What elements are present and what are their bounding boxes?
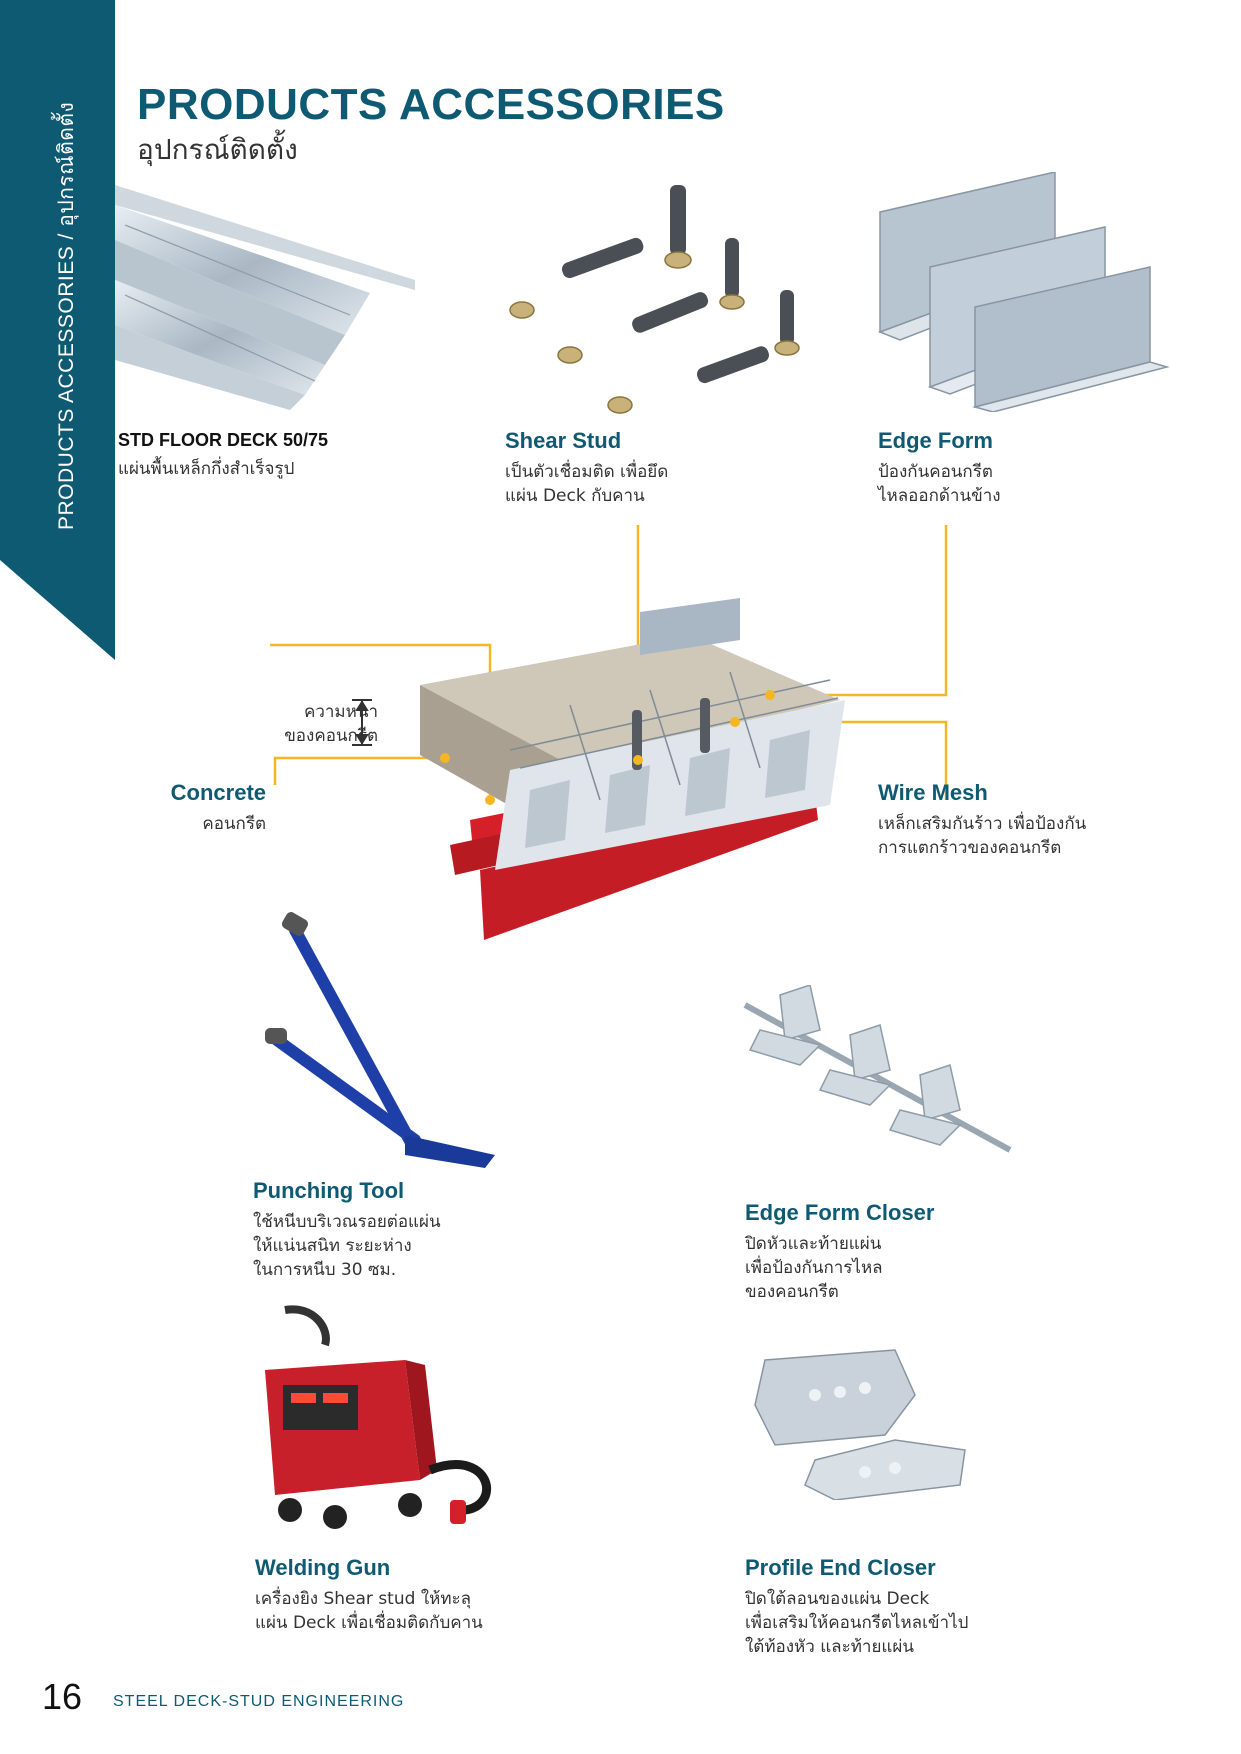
punching-tool-desc: ใช้หนีบบริเวณรอยต่อแผ่น ให้แน่นสนิท ระยะ… xyxy=(253,1212,441,1280)
welding-gun-name: Welding Gun xyxy=(255,1555,391,1580)
page-title: PRODUCTS ACCESSORIES xyxy=(137,80,725,129)
floor-deck-illustration xyxy=(115,185,415,410)
product-profile-end-closer: Profile End Closer ปิดใต้ลอนของแผ่น Deck… xyxy=(745,1555,968,1659)
page-number: 16 xyxy=(42,1676,83,1717)
profile-end-closer-desc: ปิดใต้ลอนของแผ่น Deck เพื่อเสริมให้คอนกร… xyxy=(745,1589,969,1657)
welding-gun-desc: เครื่องยิง Shear stud ให้ทะลุ แผ่น Deck … xyxy=(255,1589,483,1633)
floor-deck-name: STD FLOOR DECK 50/75 xyxy=(118,430,329,450)
wire-mesh-desc: เหล็กเสริมกันร้าว เพื่อป้องกัน การแตกร้า… xyxy=(878,814,1087,858)
edge-form-closer-illustration xyxy=(743,985,1012,1153)
edge-form-illustration xyxy=(877,172,1170,412)
thickness-label: ความหนา ของคอนกรีต xyxy=(284,702,378,746)
edge-form-closer-name: Edge Form Closer xyxy=(745,1200,935,1225)
footer-brand-text: STEEL DECK-STUD ENGINEERING xyxy=(113,1693,405,1710)
product-floor-deck: STD FLOOR DECK 50/75 แผ่นพื้นเหล็กกึ่งสำ… xyxy=(118,430,328,481)
composite-slab-diagram xyxy=(270,525,948,940)
shear-stud-name: Shear Stud xyxy=(505,428,622,453)
punching-tool-name: Punching Tool xyxy=(253,1178,405,1203)
punching-tool-illustration xyxy=(265,912,495,1168)
product-shear-stud: Shear Stud เป็นตัวเชื่อมติด เพื่อยึด แผ่… xyxy=(505,428,668,508)
wire-mesh-name: Wire Mesh xyxy=(878,780,988,805)
floor-deck-desc: แผ่นพื้นเหล็กกึ่งสำเร็จรูป xyxy=(118,459,295,479)
profile-end-closer-illustration xyxy=(754,1349,966,1500)
sidebar-band xyxy=(0,0,115,660)
page-subtitle: อุปกรณ์ติดตั้ง xyxy=(137,133,298,166)
concrete-name: Concrete xyxy=(170,780,266,805)
edge-form-desc: ป้องกันคอนกรีต ไหลออกด้านข้าง xyxy=(878,462,1001,506)
edge-form-name: Edge Form xyxy=(878,428,993,453)
product-punching-tool: Punching Tool ใช้หนีบบริเวณรอยต่อแผ่น ให… xyxy=(253,1178,441,1282)
concrete-desc: คอนกรีต xyxy=(202,814,266,834)
welding-gun-illustration xyxy=(265,1305,492,1529)
shear-stud-illustration xyxy=(509,185,800,414)
product-welding-gun: Welding Gun เครื่องยิง Shear stud ให้ทะล… xyxy=(255,1555,483,1635)
product-edge-form-closer: Edge Form Closer ปิดหัวและท้ายแผ่น เพื่อ… xyxy=(745,1200,934,1304)
product-concrete: Concrete คอนกรีต xyxy=(158,780,266,836)
product-wire-mesh: Wire Mesh เหล็กเสริมกันร้าว เพื่อป้องกัน… xyxy=(878,780,1086,860)
shear-stud-desc: เป็นตัวเชื่อมติด เพื่อยึด แผ่น Deck กับค… xyxy=(505,462,669,506)
profile-end-closer-name: Profile End Closer xyxy=(745,1555,936,1580)
edge-form-closer-desc: ปิดหัวและท้ายแผ่น เพื่อป้องกันการไหล ของ… xyxy=(745,1234,883,1302)
product-edge-form: Edge Form ป้องกันคอนกรีต ไหลออกด้านข้าง xyxy=(878,428,1001,508)
sidebar-label: PRODUCTS ACCESSORIES / อุปกรณ์ติดตั้ง xyxy=(55,101,78,530)
